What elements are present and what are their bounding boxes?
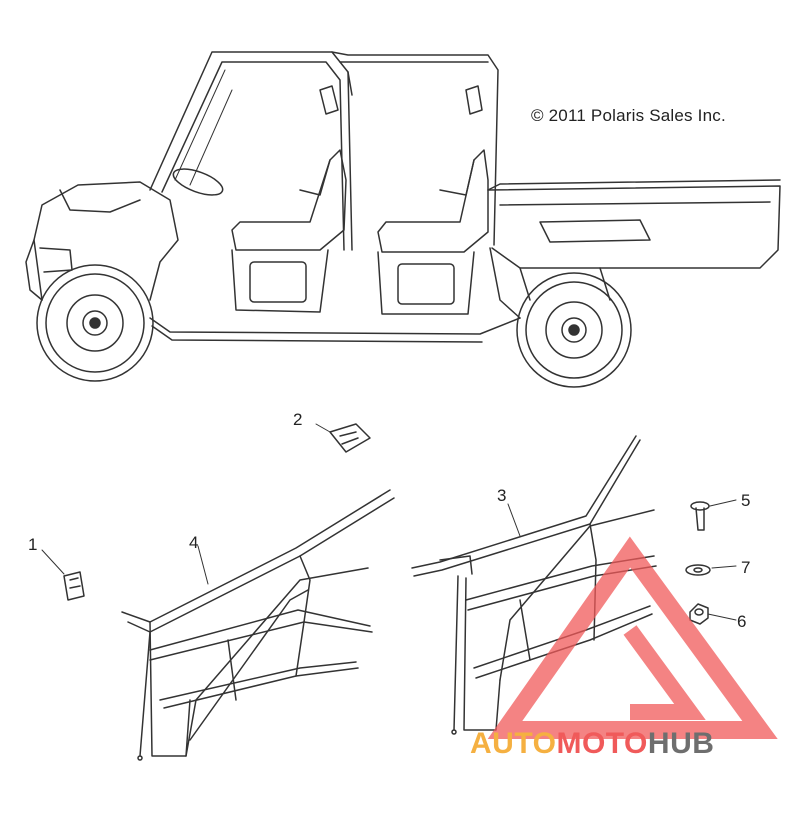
door-panel-rear xyxy=(377,251,475,315)
floor-rail xyxy=(149,317,521,335)
watermark-text-auto: AUTO xyxy=(470,727,557,760)
cargo-bed xyxy=(487,185,781,269)
rear-wheel xyxy=(516,272,632,388)
watermark-text-hub: HUB xyxy=(647,727,715,760)
callout-3: 3 xyxy=(497,486,507,505)
callout-5: 5 xyxy=(741,491,751,510)
part-1-clip xyxy=(41,549,85,601)
watermark-text-moto: MOTO xyxy=(556,727,648,760)
front-seat xyxy=(231,149,347,251)
vehicle-illustration xyxy=(25,51,781,388)
watermark-logo xyxy=(487,536,778,739)
front-body xyxy=(33,181,179,301)
part-4-door-frame xyxy=(121,489,395,761)
part-5-bolt xyxy=(690,499,737,531)
part-6-nut xyxy=(689,603,737,625)
callout-2: 2 xyxy=(293,410,303,429)
callout-6: 6 xyxy=(737,612,747,631)
part-7-washer xyxy=(685,564,737,576)
copyright-text: © 2011 Polaris Sales Inc. xyxy=(531,106,726,125)
front-wheel xyxy=(36,264,154,382)
callout-4: 4 xyxy=(189,533,199,552)
callout-1: 1 xyxy=(28,535,38,554)
callout-7: 7 xyxy=(741,558,751,577)
rear-seat xyxy=(377,149,489,253)
watermark-text: AUTOMOTOHUB xyxy=(470,727,714,761)
door-panel-front xyxy=(231,249,329,313)
part-2-bracket xyxy=(315,423,371,453)
